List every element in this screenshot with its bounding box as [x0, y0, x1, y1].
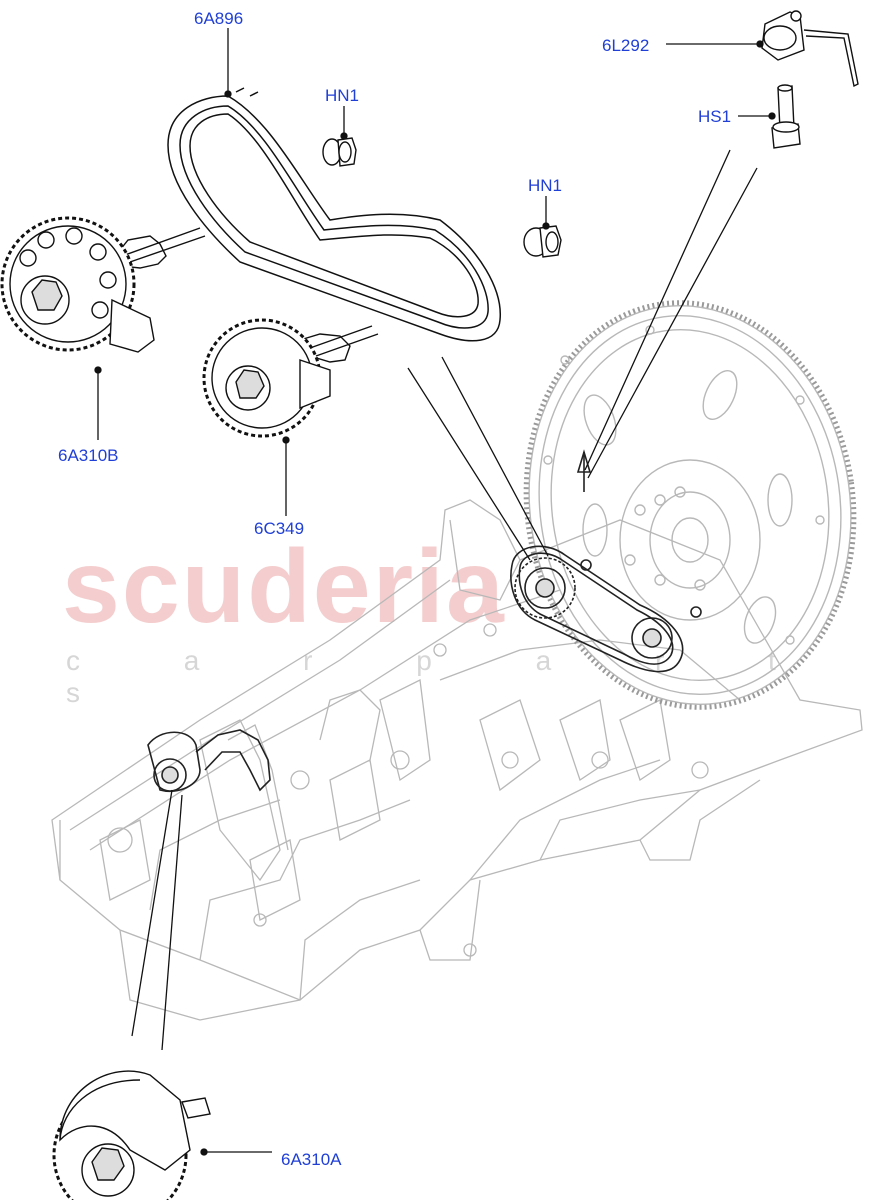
bolt-hs1: [771, 84, 801, 149]
nut-hn1-top: [322, 137, 357, 167]
nut-hn1-mid: [523, 225, 562, 258]
flywheel: [523, 300, 857, 710]
callout-6a310a[interactable]: 6A310A: [281, 1150, 342, 1169]
engine-oil-pan: [51, 499, 863, 1021]
sprocket-6c349: [202, 318, 379, 438]
sensor-6l292: [761, 10, 859, 88]
installed-oil-pump-drive: [510, 449, 702, 673]
callout-hn1-mid[interactable]: HN1: [528, 176, 563, 195]
callout-6c349[interactable]: 6C349: [254, 519, 305, 538]
sprocket-6a310a: [52, 1070, 211, 1200]
callout-6l292[interactable]: 6L292: [602, 36, 650, 55]
timing-belt-6a896: [167, 87, 501, 342]
callout-hs1[interactable]: HS1: [698, 107, 732, 126]
installed-sprocket-6a310a: [147, 729, 271, 792]
callout-6a896[interactable]: 6A896: [194, 9, 244, 28]
callout-hn1-top[interactable]: HN1: [325, 86, 360, 105]
leader-lines: [94, 28, 776, 1156]
callout-6a310b[interactable]: 6A310B: [58, 446, 119, 465]
watermark-brand: scuderia: [62, 529, 506, 645]
sprocket-6a310b: [0, 216, 206, 353]
